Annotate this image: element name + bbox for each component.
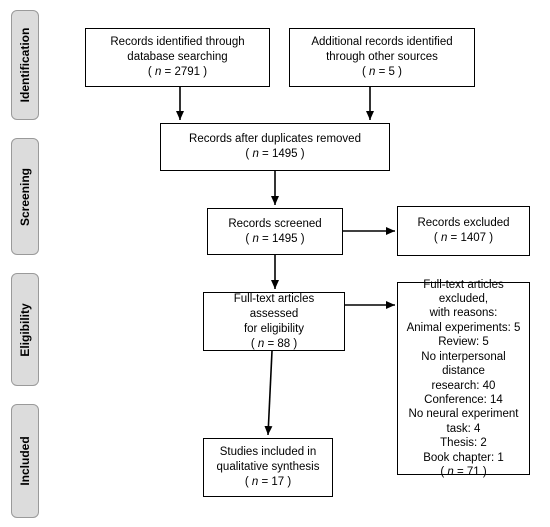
box-text-line: No neural experiment xyxy=(408,408,519,421)
count-equals: = xyxy=(264,337,278,350)
count-prefix: ( xyxy=(440,465,448,478)
box-text-line: through other sources xyxy=(326,51,438,63)
count-equals: = xyxy=(258,148,272,160)
count-value: 1495 xyxy=(271,232,298,245)
count-prefix: ( xyxy=(147,66,155,78)
box-studies-included: Studies included in qualitative synthesis… xyxy=(203,438,333,497)
count-label: n xyxy=(440,232,448,244)
record-count: ( n = 5 ) xyxy=(362,65,402,80)
record-count: ( n = 71 ) xyxy=(440,465,486,479)
count-suffix: ) xyxy=(284,476,292,488)
count-equals: = xyxy=(453,465,467,478)
phase-screening: Screening xyxy=(11,138,39,255)
count-value: 88 xyxy=(277,337,291,350)
box-text-line: Records after duplicates removed xyxy=(189,133,361,145)
box-text-line: task: 4 xyxy=(446,422,481,435)
box-after-duplicates: Records after duplicates removed ( n = 14… xyxy=(160,123,390,171)
record-count: ( n = 1407 ) xyxy=(434,231,493,246)
box-text-line: database searching xyxy=(127,51,228,63)
box-text-line: Animal experiments: 5 xyxy=(406,321,521,334)
count-label: n xyxy=(251,476,259,488)
box-text-line: with reasons: xyxy=(429,307,498,320)
box-text-line: Conference: 14 xyxy=(424,393,503,406)
box-text-line: research: 40 xyxy=(431,379,496,392)
count-value: 1407 xyxy=(460,232,487,244)
count-prefix: ( xyxy=(245,232,253,245)
box-text-line: Full-text articles excluded, xyxy=(423,278,504,306)
count-value: 1495 xyxy=(271,148,298,160)
count-equals: = xyxy=(258,476,272,488)
box-text-line: Records excluded xyxy=(417,217,510,229)
count-suffix: ) xyxy=(297,232,305,245)
count-suffix: ) xyxy=(394,66,402,78)
box-text-line: for eligibility xyxy=(243,322,305,335)
count-value: 17 xyxy=(271,476,285,488)
count-equals: = xyxy=(375,66,389,78)
box-database-search: Records identified through database searc… xyxy=(85,28,270,87)
count-value: 2791 xyxy=(174,66,201,78)
box-other-sources: Additional records identified through oth… xyxy=(289,28,475,87)
count-label: n xyxy=(257,337,265,350)
box-text-line: Full-text articles assessed xyxy=(233,292,315,320)
box-text-line: Review: 5 xyxy=(438,336,489,349)
phase-eligibility: Eligibility xyxy=(11,273,39,386)
box-text-line: Records screened xyxy=(228,217,322,230)
count-suffix: ) xyxy=(200,66,208,78)
count-label: n xyxy=(252,148,259,160)
arrow-fulltext-to-included xyxy=(264,350,273,436)
box-text-line: Records identified through xyxy=(110,36,245,48)
record-count: ( n = 88 ) xyxy=(251,337,297,352)
box-text-line: Studies included in xyxy=(219,446,317,458)
count-label: n xyxy=(369,66,376,78)
record-count: ( n = 2791 ) xyxy=(148,65,207,80)
phase-identification: Identification xyxy=(11,10,39,120)
count-label: n xyxy=(154,66,162,78)
box-fulltext-assessed: Full-text articles assessed for eligibili… xyxy=(203,292,345,351)
box-text-line: Additional records identified xyxy=(311,36,453,48)
count-label: n xyxy=(447,465,454,478)
record-count: ( n = 17 ) xyxy=(245,475,291,490)
count-label: n xyxy=(252,232,259,245)
count-suffix: ) xyxy=(297,148,305,160)
record-count: ( n = 1495 ) xyxy=(245,232,304,247)
box-text-line: No interpersonal distance xyxy=(421,350,506,378)
count-prefix: ( xyxy=(250,337,258,350)
box-text-line: Thesis: 2 xyxy=(440,437,487,450)
phase-included: Included xyxy=(11,404,39,518)
box-text-line: Book chapter: 1 xyxy=(423,451,504,464)
box-records-screened: Records screened ( n = 1495 ) xyxy=(207,208,343,255)
count-suffix: ) xyxy=(290,337,298,350)
count-equals: = xyxy=(447,232,461,244)
box-text-line: qualitative synthesis xyxy=(216,461,320,473)
count-suffix: ) xyxy=(479,465,487,478)
count-value: 71 xyxy=(466,465,480,478)
count-prefix: ( xyxy=(433,232,441,244)
count-prefix: ( xyxy=(362,66,370,78)
box-records-excluded: Records excluded ( n = 1407 ) xyxy=(397,206,530,256)
count-value: 5 xyxy=(388,66,395,78)
count-suffix: ) xyxy=(486,232,494,244)
box-fulltext-excluded: Full-text articles excluded,with reasons… xyxy=(397,279,530,478)
record-count: ( n = 1495 ) xyxy=(245,147,304,162)
count-prefix: ( xyxy=(245,148,253,160)
count-prefix: ( xyxy=(244,476,252,488)
count-equals: = xyxy=(258,232,272,245)
count-equals: = xyxy=(161,66,175,78)
